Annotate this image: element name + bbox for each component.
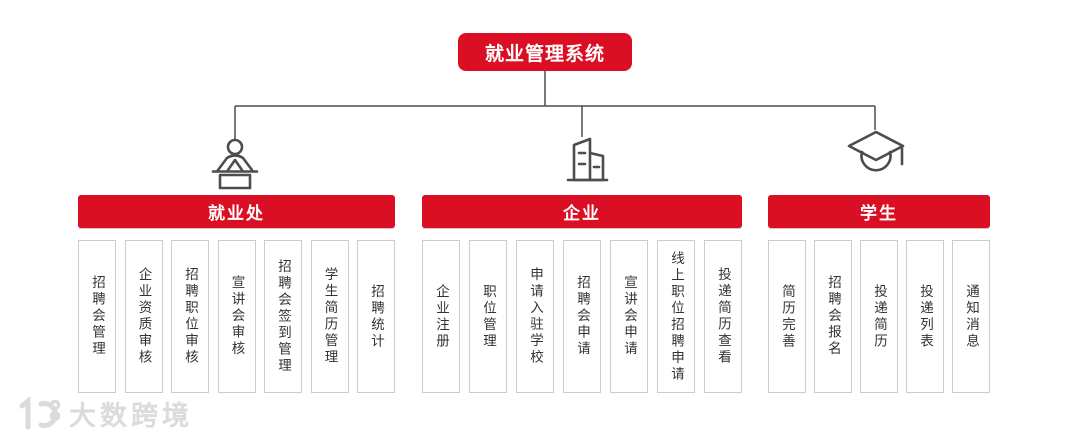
big-data-crossborder-logo-icon: [19, 396, 61, 429]
module-item: 职位管理: [469, 240, 507, 393]
module-item: 线上职位招聘申请: [657, 240, 695, 393]
module-item: 投递列表: [906, 240, 944, 393]
module-item: 宣讲会审核: [217, 240, 256, 393]
employment-office-modules: 招聘会管理 企业资质审核 招聘职位审核 宣讲会审核 招聘会签到管理 学生简历管理…: [78, 240, 395, 393]
module-item: 招聘会签到管理: [264, 240, 302, 393]
module-item: 招聘职位审核: [171, 240, 209, 393]
office-building-icon: [566, 137, 609, 182]
module-item: 招聘会报名: [814, 240, 852, 393]
enterprise-modules: 企业注册 职位管理 申请入驻学校 招聘会申请 宣讲会申请 线上职位招聘申请 投递…: [422, 240, 742, 393]
module-item: 企业注册: [422, 240, 460, 393]
module-item: 宣讲会申请: [610, 240, 648, 393]
module-item: 投递简历: [860, 240, 898, 393]
module-item: 投递简历查看: [704, 240, 742, 393]
root-node-title: 就业管理系统: [458, 33, 632, 71]
branch-header-employment-office: 就业处: [78, 195, 395, 228]
module-item: 简历完善: [768, 240, 806, 393]
watermark: 大数跨境: [14, 394, 193, 433]
graduation-cap-icon: [847, 130, 905, 172]
watermark-text: 大数跨境: [69, 401, 193, 431]
module-item: 招聘统计: [357, 240, 395, 393]
module-item: 招聘会申请: [563, 240, 601, 393]
module-item: 招聘会管理: [78, 240, 116, 393]
module-item: 申请入驻学校: [516, 240, 554, 393]
branch-header-student: 学生: [768, 195, 990, 228]
branch-header-enterprise: 企业: [422, 195, 742, 228]
module-item: 通知消息: [952, 240, 990, 393]
podium-person-icon: [211, 138, 259, 190]
student-modules: 简历完善 招聘会报名 投递简历 投递列表 通知消息: [768, 240, 990, 393]
module-item: 学生简历管理: [310, 240, 349, 393]
module-item: 企业资质审核: [124, 240, 163, 393]
